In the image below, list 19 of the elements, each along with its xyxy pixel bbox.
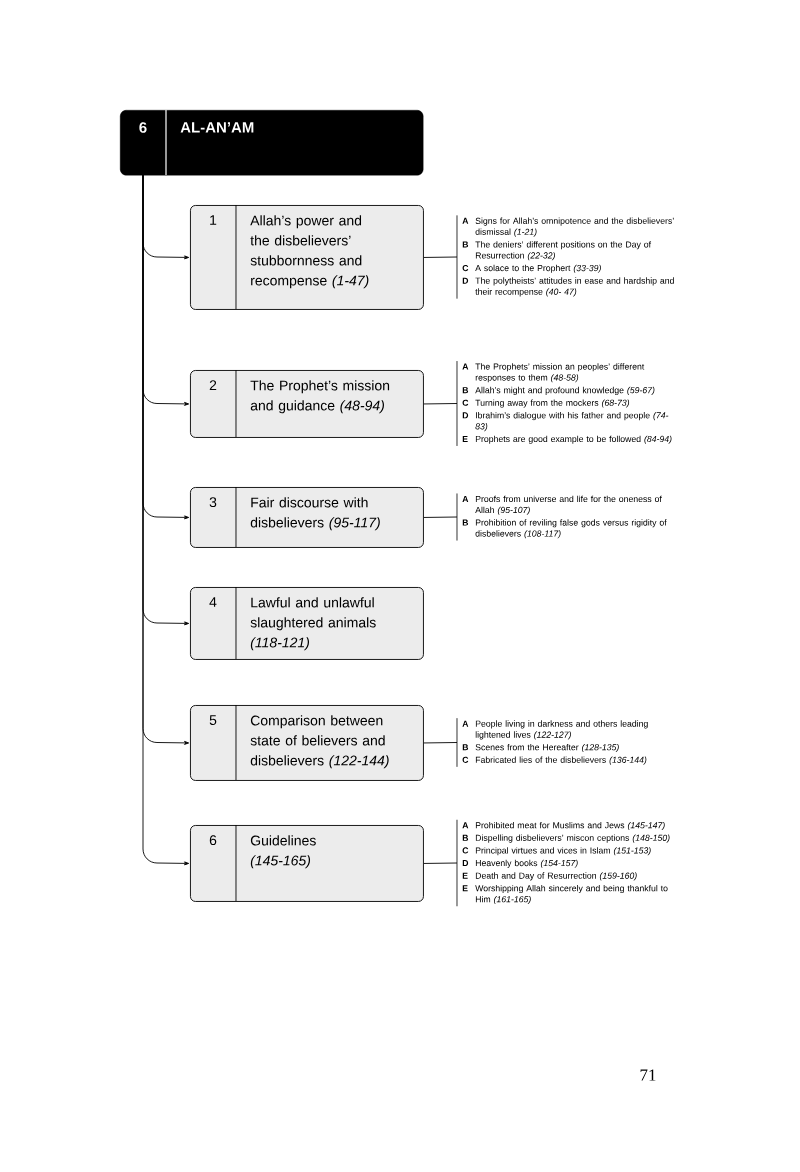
connector-line	[423, 862, 458, 864]
section-box: 1 Allah’s power and the disbelievers’ stubbornness and recompense (1-47)	[190, 204, 424, 310]
bracket-list: A Prohibited meat for Muslims and Jews (145-147) B Dispelling disbelievers’ miscon ceptions (148-150) C Principal virtues and vices in Islam (151-153) D Heavenly books (154-157) E Death and Day of Resurrection (159-160) E Worshipping Allah sincerely and being thankful to Him (161-165)	[456, 819, 670, 907]
connector-line	[423, 742, 458, 744]
connector-line	[423, 516, 458, 518]
section-box: 6 Guidelines (145-165)	[190, 824, 424, 902]
section-box: 2 The Prophet’s mission and guidance (48-94)	[190, 369, 424, 438]
page-number: 71	[640, 1069, 656, 1081]
bracket-list: A People living in darkness and others leading lightened lives (122-127) B Scenes from the Hereafter (128-135) C Fabricated lies of the disbelievers (136-144)	[456, 717, 648, 768]
connector-line	[423, 403, 458, 405]
arrow	[142, 174, 190, 866]
header-box: 6 AL-AN’AM	[120, 109, 424, 176]
bracket-list: A Proofs from universe and life for the oneness of Allah (95-107) B Prohibition of reviling false gods versus rigidity of disbelievers (108-117)	[456, 493, 667, 541]
bracket-list: A The Prophets’ mission an peoples’ different responses to them (48-58) B Allah’s might and profound knowledge (59-67) C Turning away from the mockers (68-73) D Ibrahim’s dialogue with his father and people (74-83) E Prophets are good example to be followed (84-94)	[456, 360, 672, 447]
section-box: 3 Fair discourse with disbelievers (95-117)	[190, 486, 424, 548]
bracket-list: A Signs for Allah’s omnipotence and the disbelievers’ dismissal (1-21) B The deniers’ different positions on the Day of Resurrection (22-32) C A solace to the Prophert (33-39) D The polytheists’ attitudes in ease and hardship and their recompense (40- 47)	[456, 214, 674, 300]
connector-line	[423, 256, 458, 258]
section-box: 4 Lawful and unlawful slaughtered animals (118-121)	[190, 586, 424, 660]
section-box: 5 Comparison between state of believers and disbelievers (122-144)	[190, 704, 424, 781]
